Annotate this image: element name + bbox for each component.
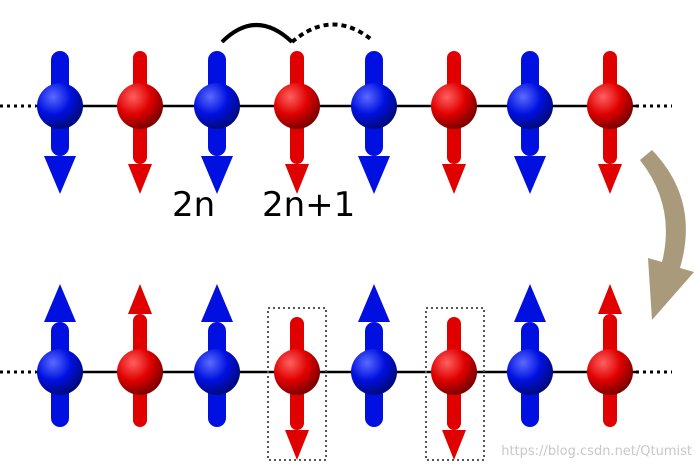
top-chain-spin-6 — [431, 51, 477, 194]
spin-arrow-head — [514, 284, 546, 322]
spin-arrow-head — [44, 284, 76, 322]
spin-arrow-head — [285, 430, 309, 460]
hopping-arc-dashed — [290, 22, 374, 44]
spin-arrow-head — [442, 430, 466, 460]
spin-sphere — [431, 349, 477, 395]
top-chain-spin-8 — [587, 51, 633, 194]
bottom-chain-spin-5 — [351, 284, 397, 427]
bottom-chain-spin-3 — [194, 284, 240, 427]
bottom-chain-spin-8 — [587, 284, 633, 427]
bottom-chain-spin-1 — [37, 284, 83, 427]
bottom-chain-spin-4 — [274, 317, 320, 460]
top-chain-spin-4 — [274, 51, 320, 194]
top-chain-spin-5 — [351, 51, 397, 194]
spin-arrow-head — [514, 156, 546, 194]
top-chain-spin-1 — [37, 51, 83, 194]
spin-sphere — [194, 349, 240, 395]
spin-arrow-head — [358, 156, 390, 194]
spin-sphere — [274, 349, 320, 395]
spin-arrow-head — [44, 156, 76, 194]
site-label-2n-plus-1: 2n+1 — [262, 185, 356, 225]
spin-sphere — [37, 83, 83, 129]
spin-sphere — [507, 349, 553, 395]
top-chain-spin-3 — [194, 51, 240, 194]
hopping-arc-solid — [220, 23, 294, 44]
transition-arrow — [640, 150, 694, 320]
bottom-chain-spin-6 — [431, 317, 477, 460]
spin-arrow-head — [201, 156, 233, 194]
spin-sphere — [194, 83, 240, 129]
watermark-text: https://blog.csdn.net/Qtumist — [501, 444, 692, 459]
spin-arrow-head — [442, 164, 466, 194]
spin-arrow-head — [598, 164, 622, 194]
spin-sphere — [587, 83, 633, 129]
top-chain-spin-7 — [507, 51, 553, 194]
spin-arrow-head — [128, 284, 152, 314]
spin-sphere — [351, 349, 397, 395]
spin-sphere — [37, 349, 83, 395]
spin-sphere — [274, 83, 320, 129]
spin-arrow-head — [358, 284, 390, 322]
spin-arrow-head — [128, 164, 152, 194]
bottom-chain-spin-2 — [117, 284, 163, 427]
spin-arrow-head — [598, 284, 622, 314]
bottom-chain-spin-7 — [507, 284, 553, 427]
bottom-chain-spins — [37, 284, 633, 460]
spin-arrow-head — [201, 284, 233, 322]
top-chain-spins — [37, 51, 633, 194]
spin-sphere — [117, 83, 163, 129]
spin-arrow-head — [285, 164, 309, 194]
spin-sphere — [507, 83, 553, 129]
spin-sphere — [587, 349, 633, 395]
spin-sphere — [117, 349, 163, 395]
spin-sphere — [431, 83, 477, 129]
top-chain-spin-2 — [117, 51, 163, 194]
spin-sphere — [351, 83, 397, 129]
site-label-2n: 2n — [172, 185, 216, 225]
